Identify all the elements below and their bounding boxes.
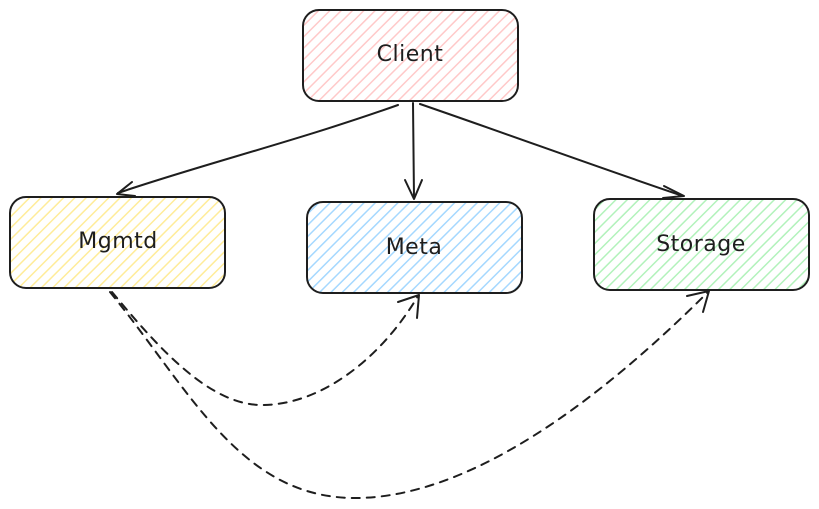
node-mgmtd-label: Mgmtd: [78, 229, 157, 254]
node-storage: Storage: [593, 198, 810, 291]
edge-client-to-mgmtd: [116, 104, 399, 197]
node-mgmtd: Mgmtd: [9, 196, 226, 289]
node-client-label: Client: [377, 42, 444, 67]
node-client-box: [303, 10, 518, 101]
node-mgmtd-box: [10, 197, 225, 288]
edge-client-to-storage: [419, 103, 685, 199]
edge-mgmtd-to-meta: [111, 291, 420, 407]
edge-mgmtd-to-storage: [109, 290, 710, 500]
node-storage-box: [594, 199, 809, 290]
node-meta: Meta: [306, 201, 523, 294]
node-meta-label: Meta: [386, 235, 443, 260]
node-meta-box: [307, 202, 522, 293]
edge-client-to-meta: [404, 102, 423, 200]
node-client: Client: [302, 9, 519, 102]
node-storage-label: Storage: [656, 232, 746, 257]
